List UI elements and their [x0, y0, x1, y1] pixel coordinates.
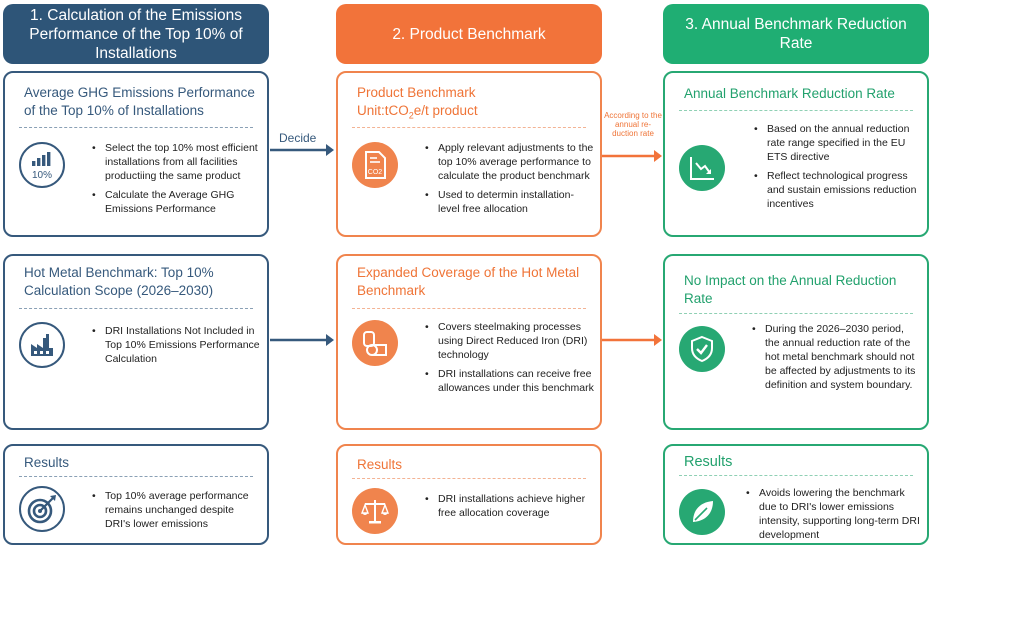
no-impact-arrow [602, 334, 662, 346]
steel-coil-icon [352, 320, 398, 366]
annual-rate-arrow [602, 150, 662, 162]
co2-document-icon: CO2 [352, 142, 398, 188]
card-title-unit: Unit:tCO2e/t product [357, 103, 478, 121]
bullet-list: Covers steelmaking processes using Direc… [422, 320, 594, 400]
card-title: Expanded Coverage of the Hot Metal Bench… [357, 265, 580, 298]
declining-chart-icon [679, 145, 725, 191]
divider [679, 475, 913, 476]
annual-reduction-rate-card: Annual Benchmark Reduction Rate Based on… [663, 71, 929, 237]
list-item: DRI installations achieve higher free al… [422, 492, 594, 520]
scope-arrow [270, 334, 334, 346]
results-card-2: Results DRI installations achieve higher… [336, 444, 602, 545]
card-title: Average GHG Emissions Performance of the… [24, 85, 255, 118]
list-item: During the 2026–2030 period, the annual … [749, 322, 921, 392]
divider [679, 313, 913, 314]
svg-text:CO2: CO2 [368, 169, 383, 176]
decide-arrow [270, 144, 334, 156]
hot-metal-scope-card: Hot Metal Benchmark: Top 10% Calculation… [3, 254, 269, 430]
column-2-header: 2. Product Benchmark [336, 4, 602, 64]
list-item: Top 10% average performance remains unch… [89, 489, 261, 531]
divider [679, 110, 913, 111]
list-item: Avoids lowering the benchmark due to DRI… [743, 486, 923, 542]
card-title: Product Benchmark Unit:tCO2e/t product [357, 84, 590, 125]
product-benchmark-card: Product Benchmark Unit:tCO2e/t product C… [336, 71, 602, 237]
bullet-list: DRI installations achieve higher free al… [422, 492, 594, 525]
no-impact-card: No Impact on the Annual Reduction Rate D… [663, 254, 929, 430]
list-item: Select the top 10% most efficient instal… [89, 141, 261, 183]
column-1-header: 1. Calculation of the Emissions Performa… [3, 4, 269, 64]
decide-label: Decide [279, 131, 317, 145]
list-item: Apply relevant adjustments to the top 10… [422, 141, 594, 183]
list-item: Used to determin installation-level free… [422, 188, 594, 216]
results-card-3: Results Avoids lowering the benchmark du… [663, 444, 929, 545]
balance-scale-icon [352, 488, 398, 534]
list-item: DRI Installations Not Included in Top 10… [89, 324, 261, 366]
column-3-header: 3. Annual Benchmark Reduction Rate [663, 4, 929, 64]
card-title: Hot Metal Benchmark: Top 10% Calculation… [24, 265, 214, 298]
bullet-list: DRI Installations Not Included in Top 10… [89, 324, 261, 371]
list-item: Calculate the Average GHG Emissions Perf… [89, 188, 261, 216]
bullet-list: Select the top 10% most efficient instal… [89, 141, 261, 221]
top10-performance-card: Average GHG Emissions Performance of the… [3, 71, 269, 237]
card-title: Results [684, 454, 733, 470]
target-icon [19, 486, 65, 532]
results-card-1: Results Top 10% average performance rema… [3, 444, 269, 545]
divider [352, 308, 586, 309]
annual-rate-note: According to the annual re- duction rate [604, 111, 662, 138]
bullet-list: Top 10% average performance remains unch… [89, 489, 261, 536]
svg-text:10%: 10% [32, 170, 52, 181]
card-title: Annual Benchmark Reduction Rate [684, 86, 895, 101]
shield-check-icon [679, 326, 725, 372]
bullet-list: During the 2026–2030 period, the annual … [749, 322, 921, 397]
expanded-coverage-card: Expanded Coverage of the Hot Metal Bench… [336, 254, 602, 430]
bullet-list: Apply relevant adjustments to the top 10… [422, 141, 594, 221]
list-item: Covers steelmaking processes using Direc… [422, 320, 594, 362]
bullet-list: Based on the annual reduction rate range… [751, 122, 923, 216]
bullet-list: Avoids lowering the benchmark due to DRI… [743, 486, 923, 547]
divider [19, 127, 253, 128]
card-title: No Impact on the Annual Reduction Rate [684, 273, 897, 306]
list-item: Based on the annual reduction rate range… [751, 122, 923, 164]
divider [19, 476, 253, 477]
list-item: DRI installations can receive free allow… [422, 367, 594, 395]
bar-chart-10-percent-icon: 10% [19, 142, 65, 188]
card-title-line1: Product Benchmark [357, 85, 476, 100]
divider [19, 308, 253, 309]
divider [352, 478, 586, 479]
card-title: Results [357, 457, 403, 472]
card-title: Results [24, 455, 70, 470]
divider [352, 127, 586, 128]
list-item: Reflect technological progress and susta… [751, 169, 923, 211]
leaf-icon [679, 489, 725, 535]
factory-icon [19, 322, 65, 368]
